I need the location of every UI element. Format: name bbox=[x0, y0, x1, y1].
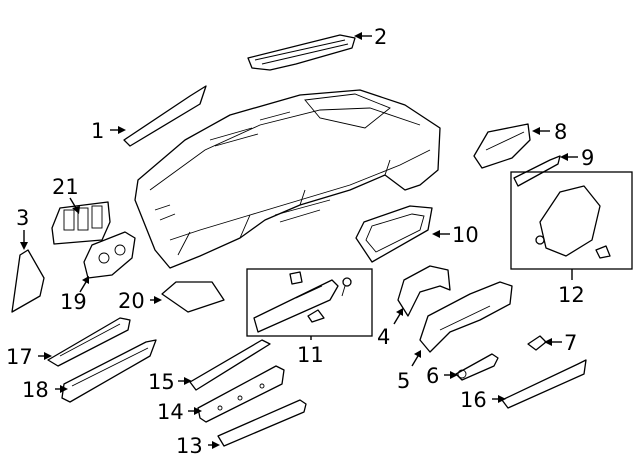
part-instrument-panel bbox=[134, 89, 441, 269]
callout-18: 18 bbox=[22, 378, 49, 402]
callout-9: 9 bbox=[581, 146, 594, 170]
part-trim-strip-1 bbox=[123, 85, 207, 147]
part-trim-13 bbox=[217, 399, 307, 447]
callout-14: 14 bbox=[157, 400, 184, 424]
callout-8: 8 bbox=[554, 120, 567, 144]
part-panel-5 bbox=[419, 281, 513, 353]
part-defroster-grille bbox=[247, 34, 356, 71]
callout-5: 5 bbox=[397, 369, 410, 393]
part-control-panel bbox=[83, 231, 136, 279]
part-strip-9 bbox=[513, 155, 561, 187]
callout-2: 2 bbox=[374, 25, 387, 49]
callout-17: 17 bbox=[6, 345, 33, 369]
part-end-cap bbox=[11, 249, 45, 313]
part-trim-17 bbox=[47, 317, 131, 367]
callout-labels: 1 2 3 4 5 6 7 8 9 10 11 12 13 14 15 16 1… bbox=[6, 25, 594, 458]
part-trim-14 bbox=[197, 365, 285, 423]
callout-10: 10 bbox=[452, 223, 479, 247]
callout-12: 12 bbox=[558, 283, 585, 307]
part-rod-6 bbox=[455, 353, 499, 381]
part-trim-16 bbox=[501, 359, 587, 409]
callout-21: 21 bbox=[52, 175, 79, 199]
part-12-group bbox=[510, 171, 633, 270]
callout-15: 15 bbox=[148, 370, 175, 394]
part-bracket-4 bbox=[397, 265, 451, 317]
callout-6: 6 bbox=[426, 364, 439, 388]
callout-3: 3 bbox=[16, 206, 29, 230]
part-vent-8 bbox=[473, 123, 531, 169]
part-trim-15 bbox=[189, 339, 271, 391]
part-display-frame bbox=[355, 205, 433, 263]
part-trim-18 bbox=[61, 339, 157, 403]
callout-13: 13 bbox=[176, 434, 203, 458]
callout-1: 1 bbox=[91, 119, 104, 143]
callout-11: 11 bbox=[297, 343, 324, 367]
callout-16: 16 bbox=[460, 388, 487, 412]
callout-20: 20 bbox=[118, 289, 145, 313]
callout-4: 4 bbox=[377, 325, 390, 349]
leader-arrows bbox=[20, 32, 578, 449]
part-clip-7 bbox=[527, 335, 547, 351]
callout-19: 19 bbox=[60, 290, 87, 314]
callout-7: 7 bbox=[564, 331, 577, 355]
part-11-group bbox=[246, 268, 373, 337]
part-pad bbox=[161, 281, 225, 313]
part-switch-panel bbox=[51, 201, 111, 245]
